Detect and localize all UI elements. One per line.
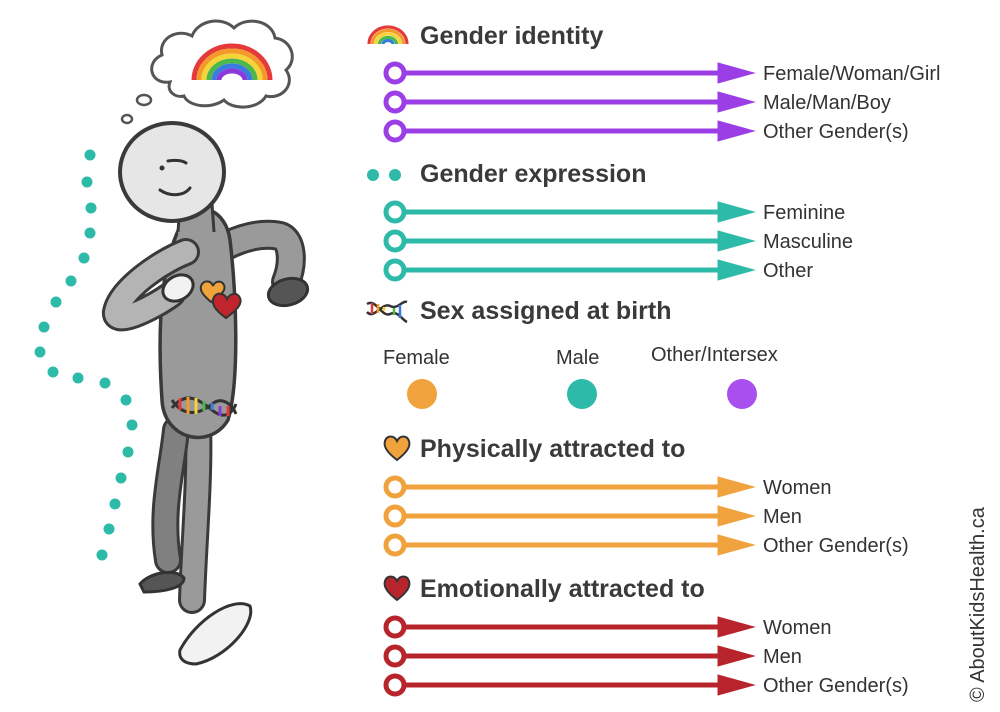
emotional-attraction-option: Men bbox=[763, 646, 802, 668]
emotional-attraction-arrows bbox=[383, 615, 756, 697]
male-dot bbox=[567, 379, 597, 409]
emotional-attraction-option: Women bbox=[763, 617, 832, 639]
emotional-attraction-arrow-3 bbox=[383, 673, 756, 697]
physical-attraction-arrow-2 bbox=[383, 504, 756, 528]
gender-expression-arrows bbox=[383, 200, 756, 282]
two-dots-icon bbox=[367, 169, 401, 181]
sex-option-label: Male bbox=[556, 347, 600, 369]
red-heart-icon bbox=[383, 575, 411, 602]
gender-identity-option: Other Gender(s) bbox=[763, 121, 909, 143]
expression-dotted-path bbox=[34, 149, 138, 561]
physical-attraction-arrows bbox=[383, 475, 756, 557]
physical-attraction-arrow-1 bbox=[383, 475, 756, 499]
female-dot bbox=[407, 379, 437, 409]
physical-attraction-option: Women bbox=[763, 477, 832, 499]
sex-assigned-title: Sex assigned at birth bbox=[420, 297, 672, 325]
sex-option-label: Other/Intersex bbox=[651, 344, 778, 366]
gender-expression-arrow-2 bbox=[383, 229, 756, 253]
gender-identity-option: Male/Man/Boy bbox=[763, 92, 891, 114]
gender-identity-option: Female/Woman/Girl bbox=[763, 63, 941, 85]
gender-expression-title: Gender expression bbox=[420, 160, 647, 188]
emotional-attraction-arrow-2 bbox=[383, 644, 756, 668]
gender-identity-arrows bbox=[383, 61, 756, 143]
emotional-attraction-arrow-1 bbox=[383, 615, 756, 639]
other-intersex-dot bbox=[727, 379, 757, 409]
belly-dna-icon bbox=[170, 396, 238, 417]
thought-bubble bbox=[120, 19, 294, 125]
gender-identity-title: Gender identity bbox=[420, 22, 604, 50]
emotional-attraction-option: Other Gender(s) bbox=[763, 675, 909, 697]
orange-heart-icon bbox=[383, 435, 411, 462]
gender-expression-arrow-3 bbox=[383, 258, 756, 282]
physical-attraction-arrow-3 bbox=[383, 533, 756, 557]
gender-identity-arrow-3 bbox=[383, 119, 756, 143]
copyright-credit: © AboutKidsHealth.ca bbox=[967, 507, 989, 702]
gender-expression-option: Other bbox=[763, 260, 814, 282]
gender-identity-arrow-1 bbox=[383, 61, 756, 85]
physical-attraction-option: Other Gender(s) bbox=[763, 535, 909, 557]
gender-expression-option: Masculine bbox=[763, 231, 854, 253]
sex-option-label: Female bbox=[383, 347, 450, 369]
rainbow-icon bbox=[367, 25, 409, 45]
gender-expression-arrow-1 bbox=[383, 200, 756, 224]
dna-icon bbox=[366, 300, 408, 324]
physical-attraction-option: Men bbox=[763, 506, 802, 528]
chest-hearts-icon bbox=[199, 280, 242, 320]
gender-identity-arrow-2 bbox=[383, 90, 756, 114]
person-illustration bbox=[34, 19, 310, 666]
sex-option-dots bbox=[407, 379, 757, 409]
physical-attraction-title: Physically attracted to bbox=[420, 435, 686, 463]
gender-expression-option: Feminine bbox=[763, 202, 846, 224]
emotional-attraction-title: Emotionally attracted to bbox=[420, 575, 705, 603]
